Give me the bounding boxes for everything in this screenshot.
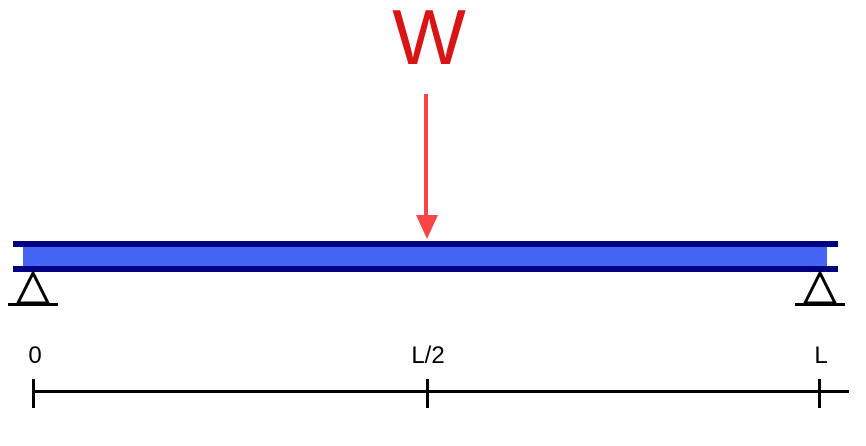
dimension-tick-mid	[426, 379, 429, 408]
beam-top-flange	[13, 241, 838, 247]
beam-bottom-flange	[13, 266, 838, 272]
dimension-tick-left	[32, 379, 35, 408]
beam-web	[23, 247, 827, 266]
dimension-label-mid: L/2	[411, 342, 445, 369]
load-label: W	[392, 0, 466, 81]
support-right	[795, 271, 845, 306]
support-left-triangle	[15, 271, 51, 305]
support-left	[8, 271, 58, 306]
dimension-label-right: L	[814, 342, 828, 369]
load-arrow-shaft	[424, 94, 428, 218]
dimension-axis	[33, 390, 849, 393]
dimension-label-left: 0	[28, 342, 42, 369]
dimension-tick-right	[818, 379, 821, 408]
load-arrow-head	[416, 215, 438, 239]
support-right-triangle	[802, 271, 838, 305]
